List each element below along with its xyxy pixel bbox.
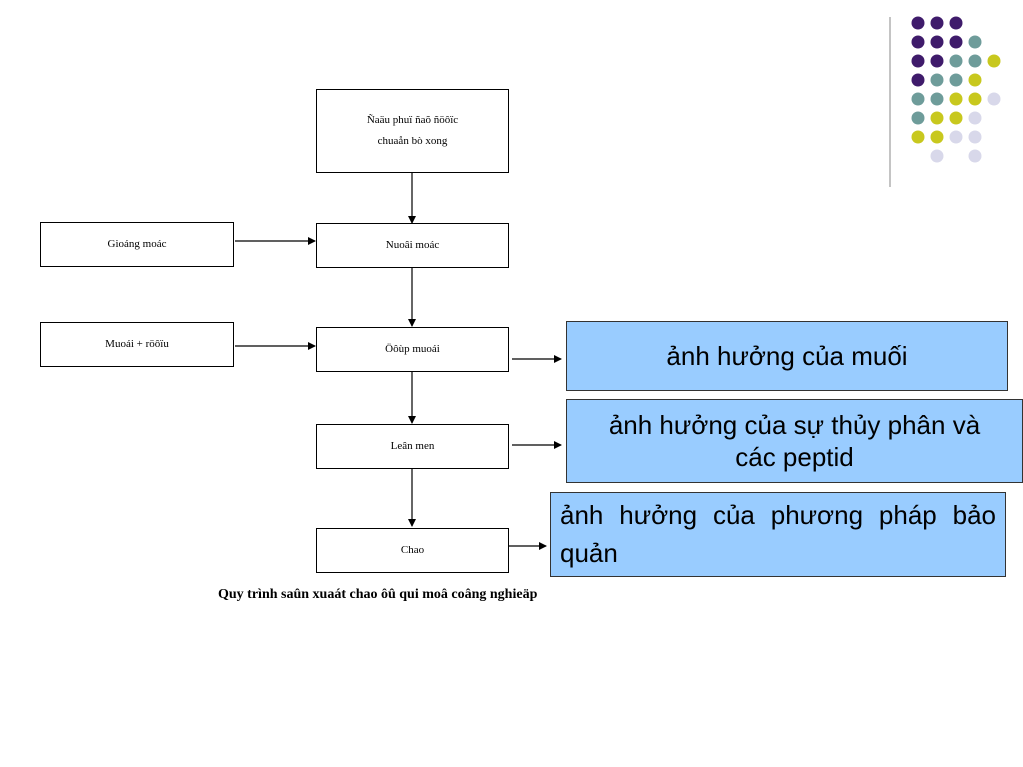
decorative-dot xyxy=(949,16,963,30)
decorative-dot xyxy=(949,54,963,68)
decorative-dot xyxy=(911,130,925,144)
flow-box-prepared-soybean: Ñaäu phuï ñaõ ñöôïc chuaån bò xong xyxy=(316,89,509,173)
decorative-dot xyxy=(930,111,944,125)
decorative-dot xyxy=(911,92,925,106)
decorative-dot xyxy=(911,73,925,87)
note-preservation-effect: ảnh hưởng của phương pháp bảo quản xyxy=(550,492,1006,577)
note-text: ảnh hưởng của sự thủy phân và các peptid xyxy=(608,409,981,473)
flow-box-fermentation: Leân men xyxy=(316,424,509,469)
note-salt-effect: ảnh hưởng của muối xyxy=(566,321,1008,391)
decorative-dot xyxy=(968,111,982,125)
flow-box-label: Gioáng moác xyxy=(107,238,167,251)
decorative-dot xyxy=(930,73,944,87)
decorative-dot xyxy=(968,92,982,106)
flow-box-chao: Chao xyxy=(316,528,509,573)
decorative-dot xyxy=(968,130,982,144)
flow-box-label: Nuoâi moác xyxy=(385,239,440,252)
decorative-dot xyxy=(968,35,982,49)
decorative-dot xyxy=(949,111,963,125)
decorative-dot xyxy=(949,73,963,87)
decorative-dot xyxy=(968,73,982,87)
decorative-dot xyxy=(930,149,944,163)
flow-box-mold-culture: Nuoâi moác xyxy=(316,223,509,268)
flow-box-salt-alcohol: Muoái + röôïu xyxy=(40,322,234,367)
decorative-dot xyxy=(911,111,925,125)
decorative-dot xyxy=(949,130,963,144)
decorative-dot xyxy=(930,54,944,68)
note-hydrolysis-effect: ảnh hưởng của sự thủy phân và các peptid xyxy=(566,399,1023,483)
decorative-dot xyxy=(930,16,944,30)
decorative-dot xyxy=(911,54,925,68)
decorative-dot xyxy=(930,35,944,49)
flow-box-mold-strain: Gioáng moác xyxy=(40,222,234,267)
decorative-dot xyxy=(949,35,963,49)
decorative-dot xyxy=(949,92,963,106)
decorative-dot xyxy=(930,92,944,106)
decorative-dot xyxy=(911,35,925,49)
decorative-dot xyxy=(987,54,1001,68)
flow-box-label: Ñaäu phuï ñaõ ñöôïc chuaån bò xong xyxy=(366,114,459,147)
decorative-dot xyxy=(968,149,982,163)
decorative-dot xyxy=(987,92,1001,106)
diagram-caption: Quy trình saûn xuaát chao ôû qui moâ coâ… xyxy=(218,587,538,602)
flow-box-label: Chao xyxy=(400,544,425,557)
note-text: ảnh hưởng của phương pháp bảo quản xyxy=(560,500,996,568)
flow-box-label: Muoái + röôïu xyxy=(105,338,169,351)
flow-box-salting: Öôùp muoái xyxy=(316,327,509,372)
decorative-dot xyxy=(930,130,944,144)
decorative-dot xyxy=(968,54,982,68)
decorative-dot xyxy=(911,16,925,30)
note-text: ảnh hưởng của muối xyxy=(666,340,908,371)
flow-box-label: Leân men xyxy=(390,440,435,453)
flow-box-label: Öôùp muoái xyxy=(385,343,440,356)
